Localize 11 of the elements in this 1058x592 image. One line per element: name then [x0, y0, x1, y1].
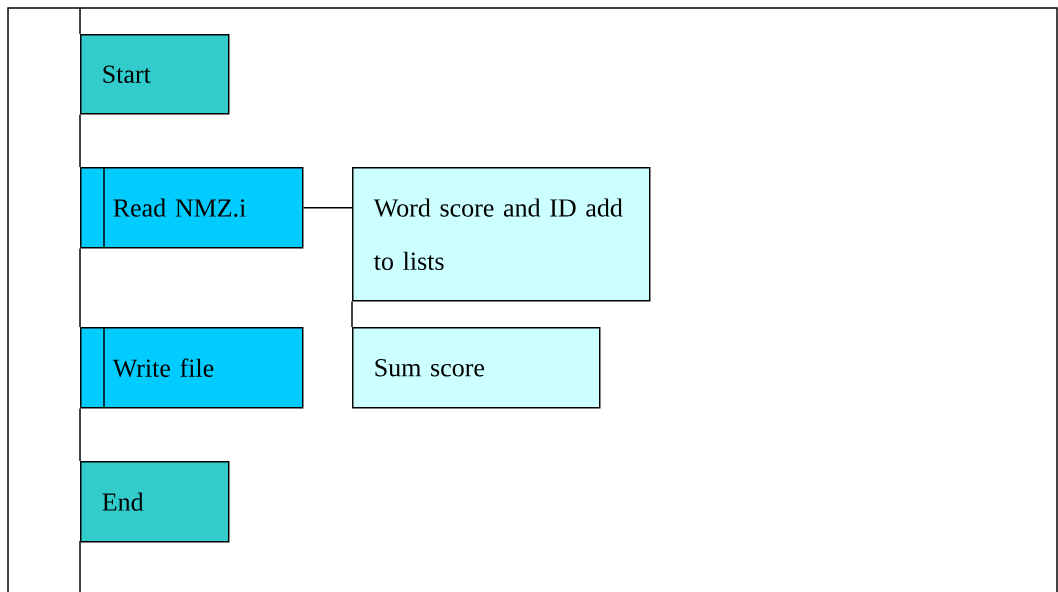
connector-line: [79, 247, 81, 328]
process-box: Write file: [80, 326, 304, 409]
connector-line: [302, 207, 353, 209]
step-box: Sum score: [352, 327, 601, 409]
step-box: Word score and ID add to lists: [352, 167, 651, 302]
connector-line: [79, 113, 81, 168]
connector-line: [79, 407, 81, 462]
process-box: Read NMZ.i: [80, 166, 304, 249]
terminal-box: End: [80, 461, 230, 543]
connector-line: [351, 300, 353, 328]
terminal-box: Start: [80, 34, 230, 115]
